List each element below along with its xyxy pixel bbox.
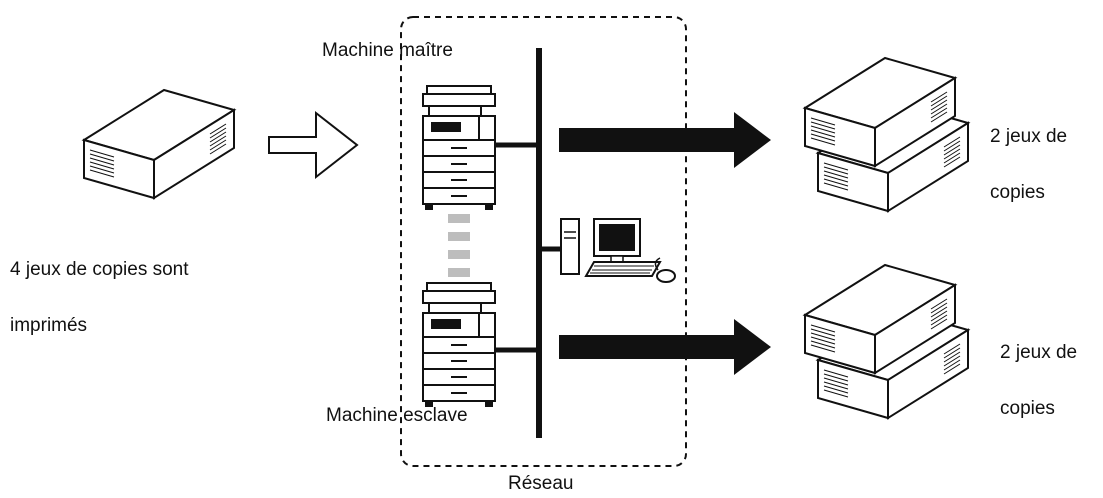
output-top-label-line-2: copies	[990, 182, 1045, 203]
master-copier-icon	[422, 85, 496, 211]
hollow-arrow-icon	[268, 110, 359, 180]
master-machine-label: Machine maître	[322, 40, 453, 61]
slave-copier-icon	[422, 282, 496, 408]
output-stack-top-icon	[804, 57, 969, 212]
output-stack-bottom-icon	[804, 264, 969, 419]
output-bottom-label-line-1: 2 jeux de	[1000, 342, 1078, 363]
source-paper-stack-icon	[83, 89, 235, 199]
network-boundary	[400, 16, 687, 467]
source-label: 4 jeux de copies sont imprimés	[10, 228, 189, 368]
output-arrow-bottom-icon	[559, 319, 771, 375]
source-label-line-1: 4 jeux de copies sont	[10, 259, 189, 280]
computer-icon	[560, 218, 676, 283]
output-bottom-label: 2 jeux de copies	[1000, 311, 1077, 451]
output-top-label-line-1: 2 jeux de	[990, 126, 1068, 147]
network-label: Réseau	[508, 473, 574, 494]
slave-machine-label: Machine esclave	[326, 405, 468, 426]
output-arrow-top-icon	[559, 112, 771, 168]
gray-dash-connector	[448, 214, 470, 277]
source-label-line-2: imprimés	[10, 315, 88, 336]
output-top-label: 2 jeux de copies	[990, 95, 1067, 235]
output-bottom-label-line-2: copies	[1000, 398, 1055, 419]
